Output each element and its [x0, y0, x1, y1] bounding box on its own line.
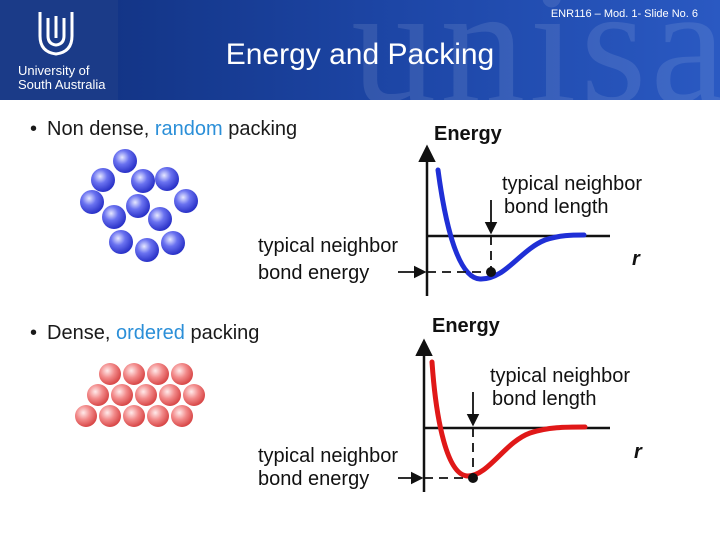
atom: [159, 384, 181, 406]
atom: [91, 168, 115, 192]
r-axis-label: r: [632, 248, 641, 270]
university-name: University of South Australia: [18, 64, 118, 92]
atom: [147, 363, 169, 385]
bond-energy-label-line1: typical neighbor: [258, 445, 398, 467]
atom: [155, 167, 179, 191]
bullet-dot: •: [30, 322, 38, 344]
bullet-dot: •: [30, 118, 38, 140]
atom: [109, 230, 133, 254]
potential-energy-curve: [429, 359, 588, 479]
atom: [75, 405, 97, 427]
atom: [80, 190, 104, 214]
atom: [161, 231, 185, 255]
university-crest-icon: [38, 12, 74, 56]
atom: [148, 207, 172, 231]
bullet-accent-word: ordered: [115, 322, 185, 344]
university-name-line1: University of: [18, 63, 90, 78]
bond-energy-label-line2: bond energy: [258, 468, 369, 490]
bullet-text-before: Non dense,: [47, 118, 155, 140]
atom: [87, 384, 109, 406]
atom: [147, 405, 169, 427]
atom: [99, 363, 121, 385]
bond-length-label-line1: typical neighbor: [502, 173, 642, 195]
random-packing-atoms: [80, 149, 198, 262]
atom: [183, 384, 205, 406]
atom: [113, 149, 137, 173]
bullet-text-after: packing: [222, 118, 298, 140]
potential-energy-curve: [435, 167, 587, 282]
atom: [131, 169, 155, 193]
ordered-packing-atoms: [75, 363, 205, 427]
atom: [126, 194, 150, 218]
r-axis-label: r: [634, 441, 643, 463]
atom: [171, 405, 193, 427]
energy-axis-label: Energy: [434, 123, 503, 145]
equilibrium-point: [468, 473, 478, 483]
slide-title: Energy and Packing: [225, 38, 495, 71]
bond-energy-label-line1: typical neighbor: [258, 235, 398, 257]
header-band: unisa University of South Australia ENR1…: [0, 0, 720, 100]
university-name-line2: South Australia: [18, 77, 106, 92]
equilibrium-point: [486, 267, 496, 277]
bullet-ordered-packing: • Dense, ordered packing: [30, 322, 259, 345]
atom: [111, 384, 133, 406]
bullet-accent-word: random: [154, 118, 223, 140]
atom: [99, 405, 121, 427]
unisa-watermark: unisa: [351, 0, 720, 100]
bond-length-label-line2: bond length: [504, 196, 609, 218]
atom: [123, 405, 145, 427]
bullet-text-before: Dense,: [47, 322, 116, 344]
atom: [123, 363, 145, 385]
atom: [174, 189, 198, 213]
energy-axis-label: Energy: [432, 315, 501, 337]
energy-graph-random: Energy r typical neighbor bond length ty…: [258, 123, 642, 296]
atom: [135, 384, 157, 406]
atom: [102, 205, 126, 229]
bullet-random-packing: • Non dense, random packing: [30, 118, 297, 141]
bullet-text-after: packing: [184, 322, 260, 344]
bond-length-label-line1: typical neighbor: [490, 365, 630, 387]
bond-energy-label-line2: bond energy: [258, 262, 369, 284]
atom: [171, 363, 193, 385]
university-logo: University of South Australia: [0, 0, 118, 100]
slide-number: ENR116 – Mod. 1- Slide No. 6: [550, 8, 698, 20]
atom: [135, 238, 159, 262]
energy-graph-ordered: Energy r typical neighbor bond length ty…: [258, 315, 643, 492]
bond-length-label-line2: bond length: [492, 388, 597, 410]
